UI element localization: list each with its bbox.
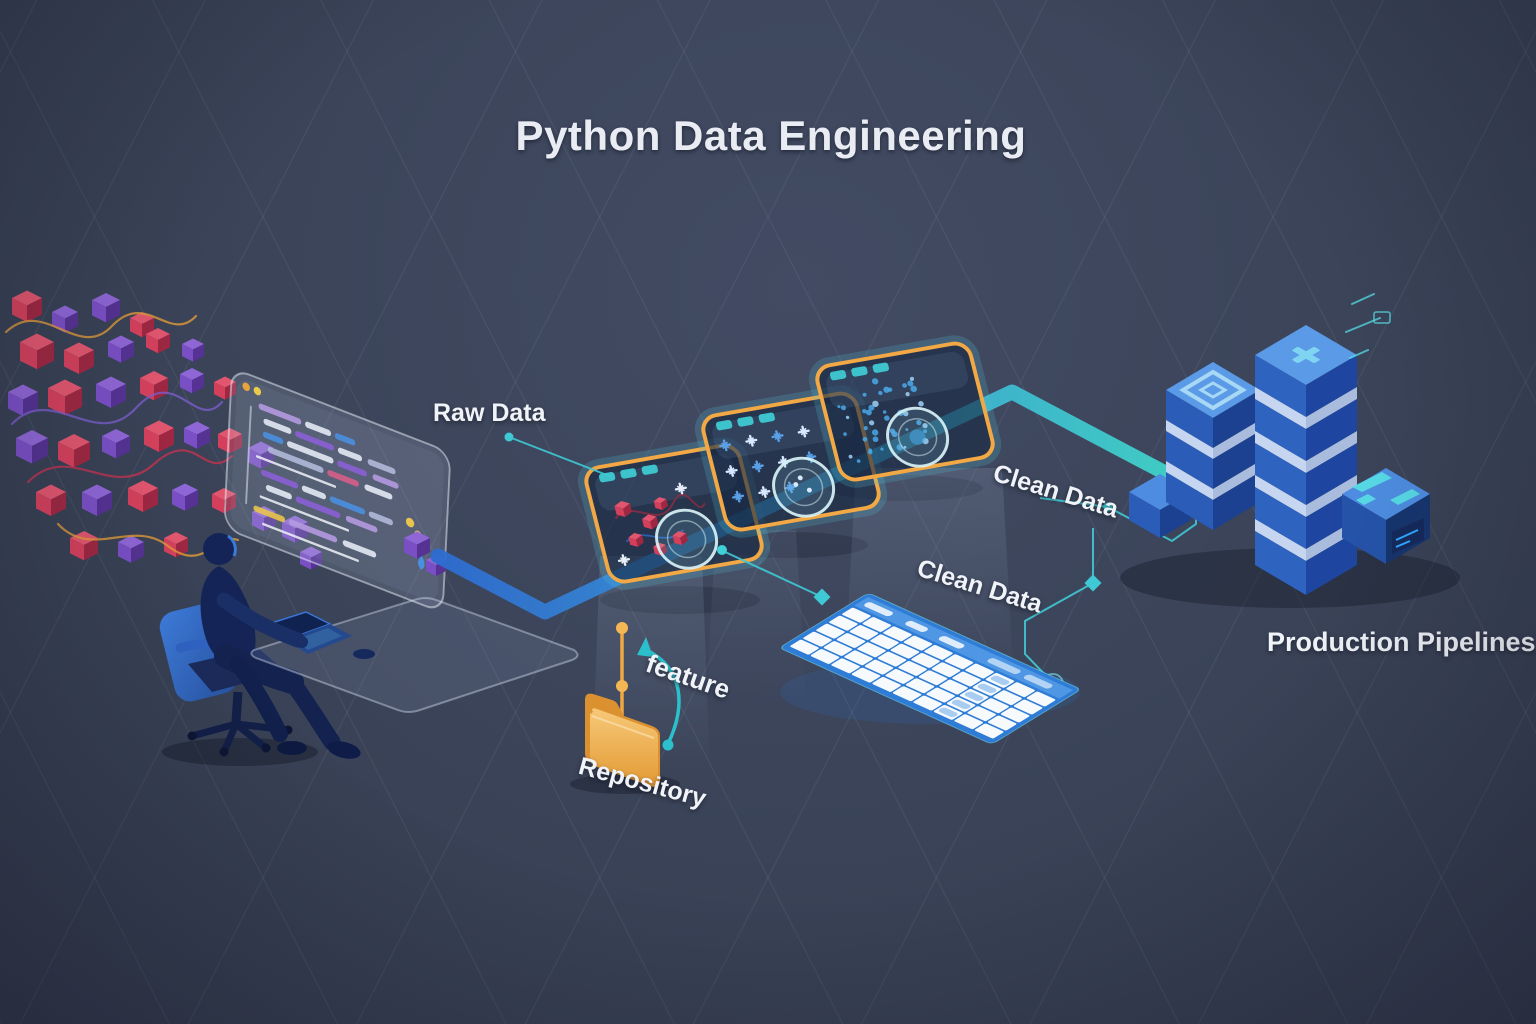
laptop-icon: [216, 592, 375, 659]
production-server-stacks: [1129, 325, 1430, 595]
raw-data-label: Raw Data: [433, 399, 546, 427]
speed-dashes: [1345, 293, 1391, 359]
production-pipelines-label: Production Pipelines: [1267, 627, 1536, 657]
developer-workstation: [159, 533, 579, 759]
page-title: Python Data Engineering: [515, 112, 1027, 159]
developer-silhouette: [200, 533, 361, 759]
clean-data-table: [781, 593, 1079, 744]
module-lens-icons: [655, 406, 950, 570]
raw-data-cubes: [8, 290, 322, 570]
code-screen-panel: [223, 372, 451, 609]
git-branch-graph: [616, 622, 681, 751]
repository-folder-icon: [585, 693, 660, 787]
